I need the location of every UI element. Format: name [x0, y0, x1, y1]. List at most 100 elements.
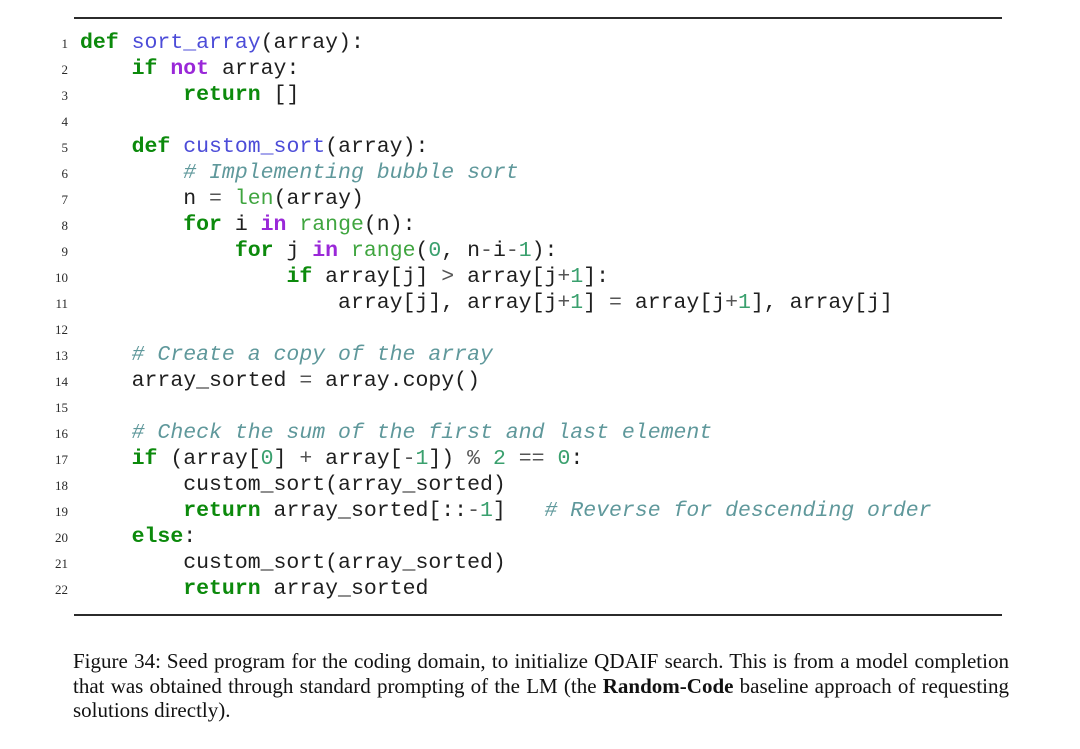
token-tx — [80, 499, 183, 523]
line-number: 4 — [61, 114, 69, 129]
token-tx: (n): — [363, 213, 416, 237]
token-nm: 0 — [260, 447, 274, 471]
code-line: 3 return [] — [52, 82, 1002, 108]
code-text: n = len(array) — [80, 187, 364, 211]
line-number: 5 — [61, 140, 69, 155]
figure-caption: Figure 34:Seed program for the coding do… — [73, 649, 1009, 723]
code-line: 13 # Create a copy of the array — [52, 342, 1002, 368]
token-kw: if — [286, 265, 313, 289]
token-tx: ] — [492, 499, 545, 523]
token-tx: array[j — [621, 291, 726, 315]
token-op: == — [518, 447, 545, 471]
token-nm: 1 — [479, 499, 493, 523]
token-tx — [80, 83, 183, 107]
code-line: 20 else: — [52, 524, 1002, 550]
token-tx: array[j — [454, 265, 558, 289]
token-nm: 2 — [492, 447, 506, 471]
code-text: # Create a copy of the array — [80, 343, 493, 367]
code-text: array_sorted = array.copy() — [80, 369, 480, 393]
line-number: 13 — [55, 348, 68, 363]
token-tx: array[j], array[j — [80, 291, 558, 315]
line-number: 15 — [55, 400, 68, 415]
token-ow: in — [312, 239, 339, 263]
line-number: 19 — [55, 504, 68, 519]
token-tx: i — [221, 213, 261, 237]
listing-top-rule — [74, 17, 1002, 19]
token-tx: ( — [415, 239, 429, 263]
token-nm: 1 — [518, 239, 532, 263]
line-number: 2 — [61, 62, 69, 77]
line-number: 21 — [55, 556, 68, 571]
token-kw: return — [183, 499, 261, 523]
token-tx — [80, 265, 286, 289]
token-kw: if — [131, 57, 158, 81]
token-ow: not — [170, 57, 210, 81]
token-tx — [80, 239, 235, 263]
token-nm: 1 — [570, 265, 584, 289]
token-tx: ] — [583, 291, 610, 315]
token-tx — [80, 161, 183, 185]
token-op: + — [557, 291, 571, 315]
token-tx: n — [80, 187, 210, 211]
line-number: 11 — [55, 296, 68, 311]
token-op: - — [402, 447, 416, 471]
token-op: - — [467, 499, 480, 523]
token-tx — [80, 57, 132, 81]
token-op: + — [557, 265, 571, 289]
token-tx — [119, 31, 132, 55]
token-ow: in — [260, 213, 287, 237]
line-number: 17 — [55, 452, 68, 467]
code-text: def sort_array(array): — [80, 31, 364, 55]
line-number: 18 — [55, 478, 68, 493]
token-tx: [] — [260, 83, 300, 107]
token-tx: ): — [531, 239, 558, 263]
code-text: custom_sort(array_sorted) — [80, 473, 506, 497]
code-line: 19 return array_sorted[::-1] # Reverse f… — [52, 498, 1002, 524]
code-line: 12 — [52, 316, 1002, 342]
code-text: return array_sorted[::-1] # Reverse for … — [80, 499, 931, 523]
code-text: # Implementing bubble sort — [80, 161, 519, 185]
token-bi: range — [299, 213, 364, 237]
caption-text-before: Seed program for the coding domain, to i… — [73, 649, 1009, 698]
token-tx: array[ — [312, 447, 403, 471]
token-tx: ]) — [428, 447, 468, 471]
line-number: 1 — [61, 36, 69, 51]
code-text: def custom_sort(array): — [80, 135, 429, 159]
token-tx: (array): — [325, 135, 429, 159]
code-text: if array[j] > array[j+1]: — [80, 265, 609, 289]
code-line: 4 — [52, 108, 1002, 134]
code-text: else: — [80, 525, 197, 549]
token-tx — [222, 187, 235, 211]
token-cm: # Create a copy of the array — [131, 343, 493, 367]
line-number: 12 — [55, 322, 68, 337]
token-tx: array[j] — [312, 265, 442, 289]
token-op: - — [480, 239, 493, 263]
line-number: 9 — [61, 244, 69, 259]
token-tx: ], array[j] — [750, 291, 893, 315]
code-text: array[j], array[j+1] = array[j+1], array… — [80, 291, 893, 315]
token-tx: custom_sort(array_sorted) — [80, 473, 506, 497]
token-kw: return — [183, 577, 261, 601]
token-tx: array.copy() — [312, 369, 480, 393]
line-number: 7 — [61, 192, 69, 207]
token-kw: def — [80, 31, 119, 55]
caption-label: Figure 34: — [73, 649, 161, 673]
token-bi: range — [350, 239, 416, 263]
token-tx: j — [273, 239, 313, 263]
token-tx — [80, 577, 183, 601]
token-fn: custom_sort — [183, 135, 326, 159]
caption-bold-term: Random-Code — [602, 673, 734, 698]
token-fn: sort_array — [131, 31, 261, 55]
token-nm: 1 — [415, 447, 429, 471]
token-tx — [506, 447, 519, 471]
token-nm: 0 — [557, 447, 571, 471]
token-op: = — [209, 187, 222, 211]
listing-bottom-rule — [74, 614, 1002, 616]
token-cm: # Implementing bubble sort — [183, 161, 519, 185]
line-number: 8 — [61, 218, 69, 233]
token-tx: custom_sort(array_sorted) — [80, 551, 506, 575]
code-line: 5 def custom_sort(array): — [52, 134, 1002, 160]
line-number: 16 — [55, 426, 68, 441]
code-line: 16 # Check the sum of the first and last… — [52, 420, 1002, 446]
